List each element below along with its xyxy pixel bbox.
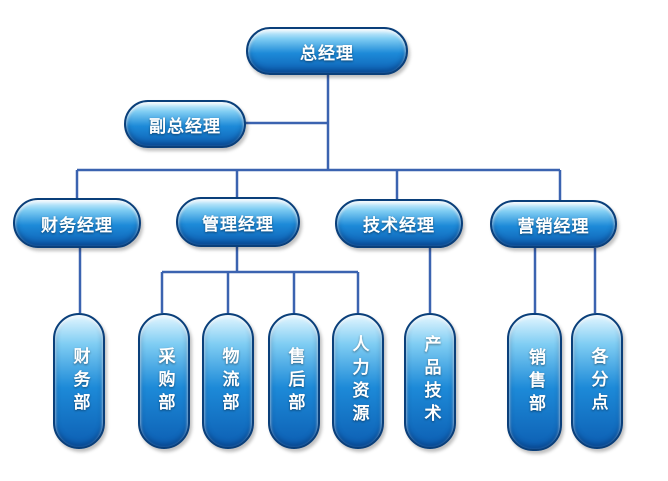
node-product-tech: 产品技术 — [404, 313, 456, 449]
node-general-manager: 总经理 — [246, 27, 408, 75]
node-purchasing-dept: 采购部 — [138, 313, 190, 449]
node-sales-manager: 营销经理 — [490, 200, 617, 248]
node-admin-manager: 管理经理 — [176, 197, 300, 247]
node-hr-dept: 人力资源 — [332, 313, 384, 449]
node-finance-manager: 财务经理 — [13, 198, 141, 248]
node-deputy-general-manager: 副总经理 — [124, 100, 246, 148]
node-finance-dept: 财务部 — [53, 313, 105, 449]
node-aftersales-dept: 售后部 — [268, 313, 320, 449]
node-sales-dept: 销售部 — [507, 313, 562, 451]
node-logistics-dept: 物流部 — [202, 313, 254, 449]
node-tech-manager: 技术经理 — [335, 199, 463, 248]
node-branches: 各分点 — [571, 313, 623, 449]
